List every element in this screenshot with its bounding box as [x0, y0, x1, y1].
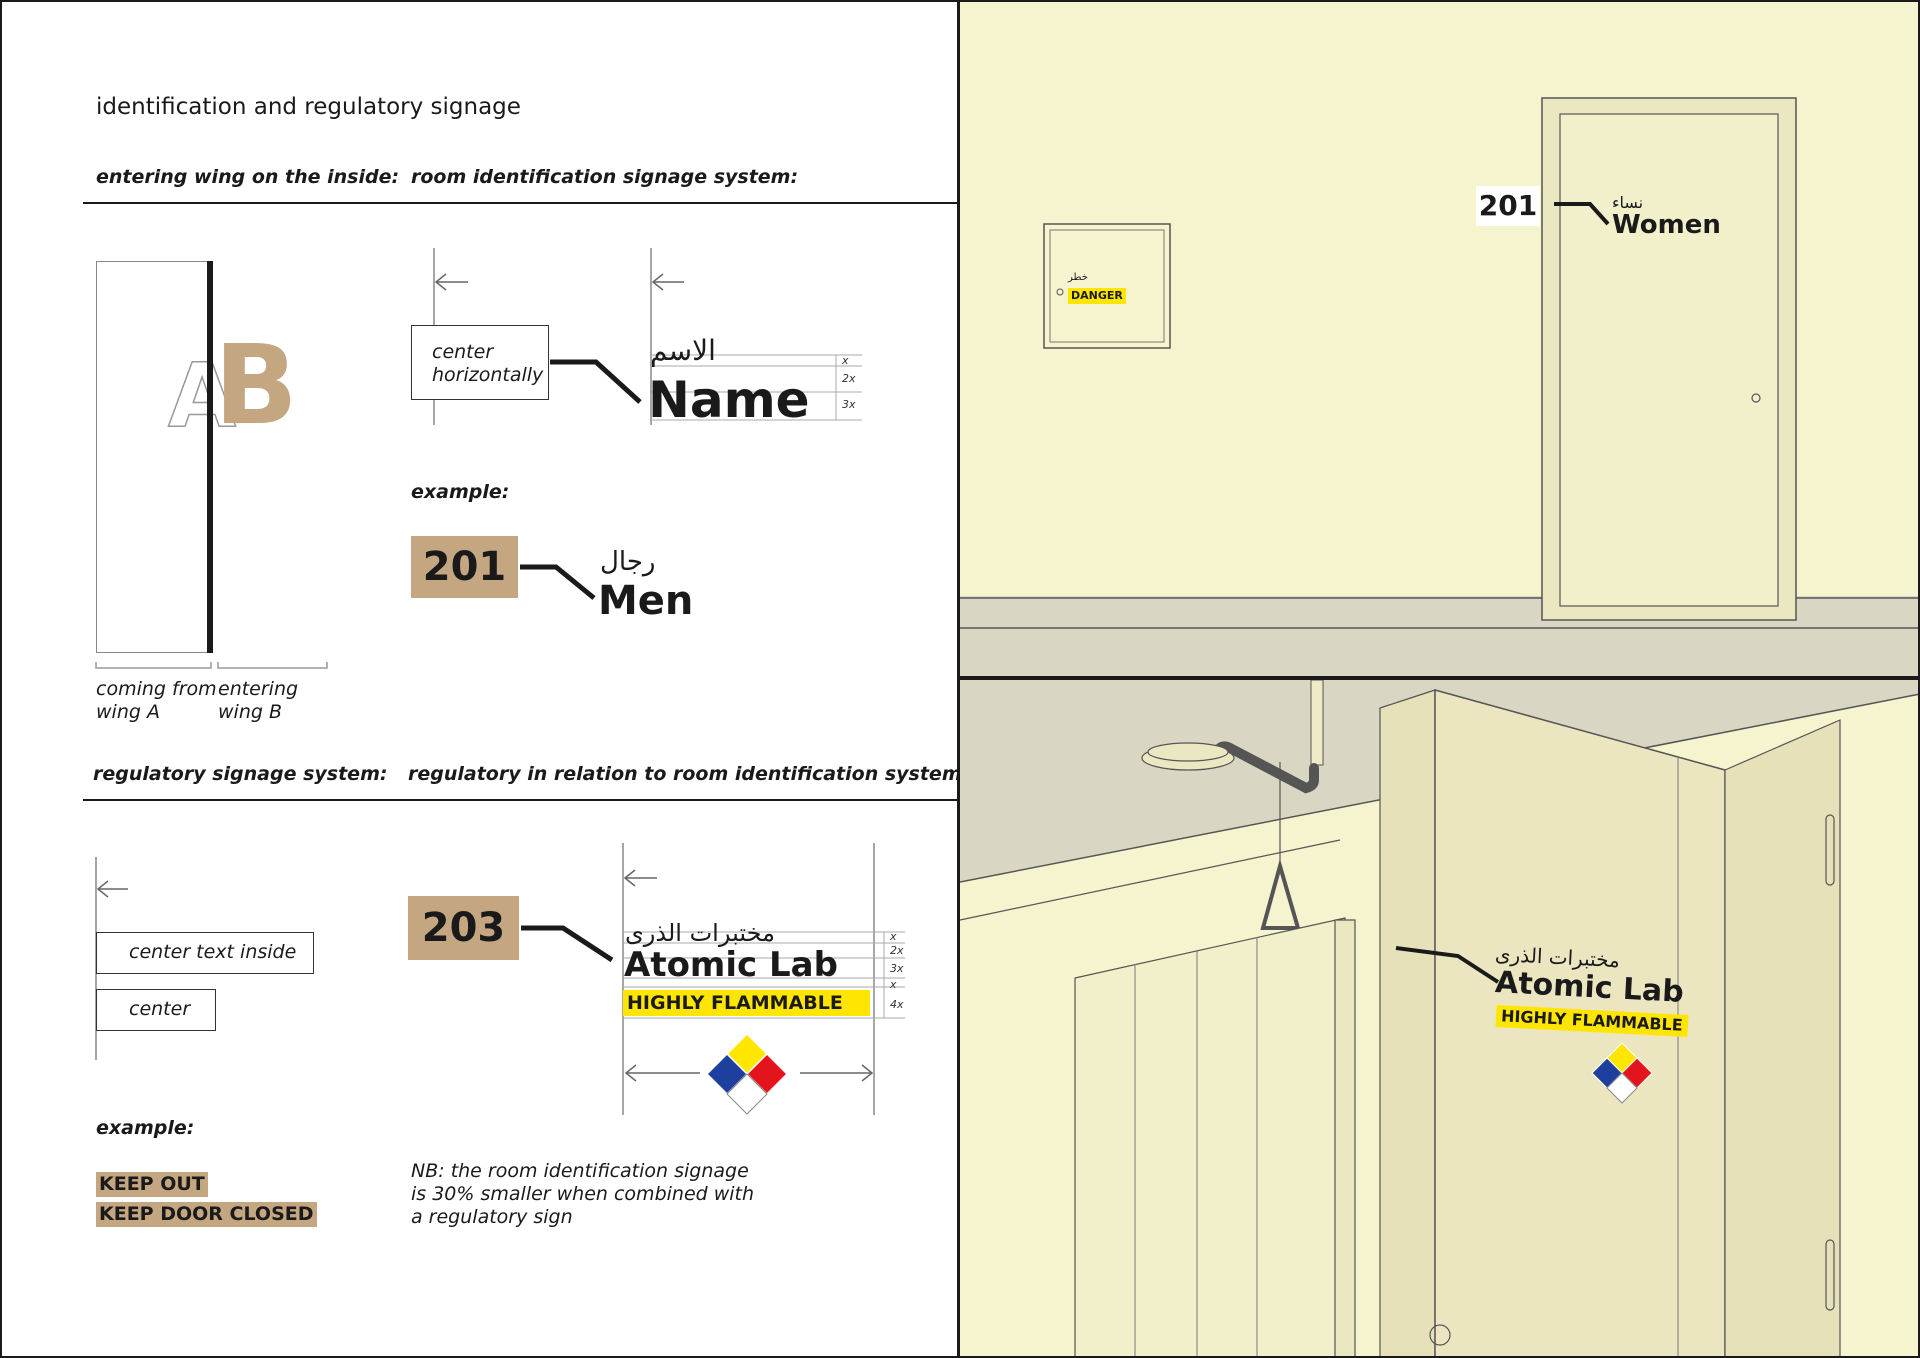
danger-arabic: خطر [1068, 272, 1088, 283]
arabic-lab-label: مختبرات الذرى [625, 919, 775, 947]
caption-wing-b: entering wing B [218, 678, 299, 723]
scale-3x: 3x [842, 398, 856, 411]
center-text-inside-box: center text inside [96, 932, 314, 974]
women-label: Women [1612, 210, 1721, 240]
center-text-inside-text: center text inside [129, 941, 297, 963]
scale2-x: x [890, 930, 897, 943]
lab-illustration: مختبرات الذرى Atomic Lab HIGHLY FLAMMABL… [960, 680, 1920, 1358]
room-number-203: 203 [408, 896, 519, 960]
label-regulatory-signage: regulatory signage system: [93, 763, 388, 785]
center-text: center [129, 998, 191, 1020]
arabic-women-label: نساء [1612, 193, 1644, 212]
door-illustration: خطر DANGER 201 نساء Women [960, 0, 1920, 676]
scale2-2x: 2x [890, 944, 904, 957]
scale2-4x: 4x [890, 998, 904, 1011]
size-note: NB: the room identification signage is 3… [411, 1160, 755, 1228]
scale2-x-2: x [890, 978, 897, 991]
caption-wing-a: coming from wing A [96, 678, 217, 723]
vertical-divider [957, 0, 960, 1358]
arabic-name-label: الاسم [650, 334, 716, 367]
door-scene [960, 97, 1920, 676]
wing-divider [207, 261, 213, 653]
section-rule-2 [83, 799, 958, 801]
highly-flammable-sign: HIGHLY FLAMMABLE [623, 990, 870, 1016]
danger-sign: DANGER [1068, 288, 1126, 304]
section-rule-1 [83, 202, 958, 204]
center-horizontally-text: center horizontally [432, 341, 544, 386]
keep-out-sign: KEEP OUT [96, 1172, 208, 1197]
center-box: center [96, 989, 216, 1031]
scale-2x: 2x [842, 372, 856, 385]
scale2-3x: 3x [890, 962, 904, 975]
wing-caption-brackets [95, 662, 328, 669]
men-label: Men [598, 578, 694, 624]
lab-diagram-guides [521, 843, 905, 1115]
atomic-lab-label: Atomic Lab [624, 945, 838, 985]
men-leader-line [520, 564, 596, 600]
label-regulatory-relation: regulatory in relation to room identific… [408, 763, 970, 785]
keep-door-closed-sign: KEEP DOOR CLOSED [96, 1202, 317, 1227]
scale-x: x [842, 354, 849, 367]
example-label-2: example: [96, 1117, 195, 1139]
guidelines-panel: identification and regulatory signage en… [0, 0, 969, 1358]
hazard-diamond-icon [705, 1032, 789, 1115]
center-horizontally-box: center horizontally [411, 325, 549, 400]
room-number-badge: 201 [1476, 186, 1540, 226]
wing-a-letter: A [167, 344, 237, 447]
wing-a-wall [96, 261, 210, 653]
name-label: Name [648, 371, 810, 429]
horizontal-divider [960, 676, 1920, 680]
label-room-identification: room identification signage system: [411, 166, 799, 188]
room-number-201: 201 [411, 536, 518, 598]
wing-b-letter: B [214, 321, 298, 449]
label-entering-wing: entering wing on the inside: [96, 166, 400, 188]
arabic-men-label: رجال [600, 547, 656, 577]
page-title: identification and regulatory signage [96, 94, 521, 120]
example-label-1: example: [411, 481, 510, 503]
